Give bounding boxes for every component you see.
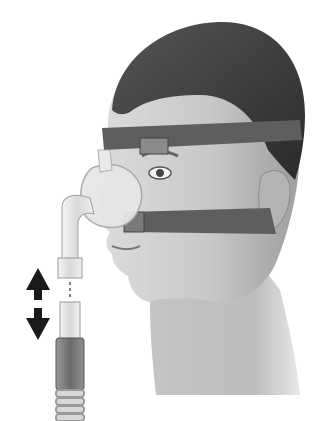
swivel-ring — [58, 258, 82, 278]
mask-elbow — [62, 195, 94, 260]
tube-connector-body — [56, 338, 84, 390]
nasal-mask-shell — [81, 165, 142, 228]
pupil — [156, 169, 164, 177]
air-tube — [56, 390, 84, 421]
lower-headgear-strap — [128, 208, 276, 234]
upper-strap-buckle — [140, 138, 168, 154]
tube-connector-top — [60, 302, 80, 338]
up-down-arrow-icon — [26, 268, 50, 340]
mask-forehead-support — [98, 150, 112, 172]
